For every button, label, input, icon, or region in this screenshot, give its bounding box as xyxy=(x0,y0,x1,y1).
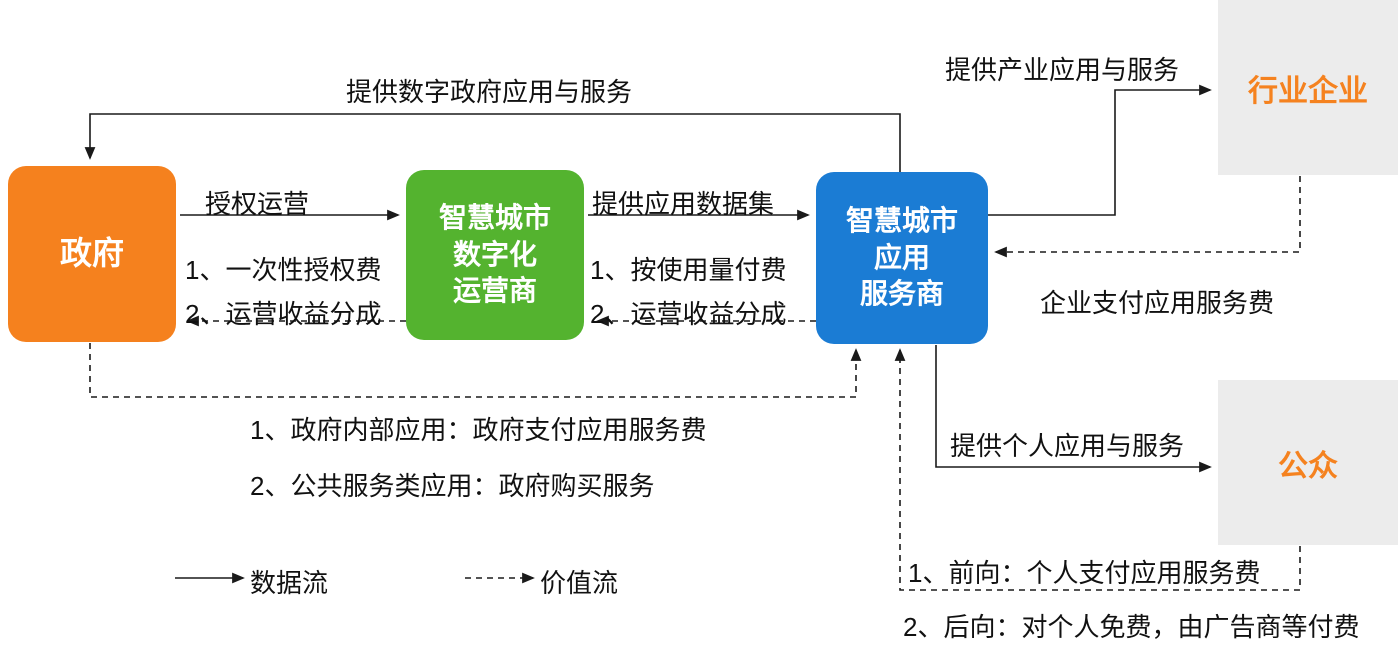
edge-label-authorize-operation: 授权运营 xyxy=(205,189,310,219)
edge-label-personal-service: 提供个人应用与服务 xyxy=(950,431,1185,461)
legend-data-flow-label: 数据流 xyxy=(250,568,329,598)
edge-label-authorize-fee-1: 1、一次性授权费 xyxy=(185,255,382,285)
edge-label-usage-fee-1: 1、按使用量付费 xyxy=(590,255,787,285)
edge-label-usage-fee-2: 2、运营收益分成 xyxy=(590,299,787,329)
node-government: 政府 xyxy=(8,166,176,342)
edge-label-industry-service: 提供产业应用与服务 xyxy=(945,55,1180,85)
edge-label-public-pay-1: 1、前向：个人支付应用服务费 xyxy=(908,558,1261,588)
node-industry-enterprises: 行业企业 xyxy=(1218,0,1398,175)
edge-label-public-pay-2: 2、后向：对个人免费，由广告商等付费 xyxy=(903,612,1360,642)
arrow-digital-gov-service xyxy=(84,113,901,172)
edge-label-enterprise-pay: 企业支付应用服务费 xyxy=(1040,288,1275,318)
node-smart-city-app-service-provider: 智慧城市 应用 服务商 xyxy=(816,172,988,344)
arrow-public-pay xyxy=(894,348,1301,591)
arrow-personal-service xyxy=(935,345,1212,473)
edge-label-government-pay-1: 1、政府内部应用：政府支付应用服务费 xyxy=(250,415,707,445)
edge-label-application-dataset: 提供应用数据集 xyxy=(592,189,775,219)
edge-label-digital-gov-service: 提供数字政府应用与服务 xyxy=(346,77,633,107)
edge-label-authorize-fee-2: 2、运营收益分成 xyxy=(185,299,382,329)
edge-label-government-pay-2: 2、公共服务类应用：政府购买服务 xyxy=(250,471,655,501)
node-public: 公众 xyxy=(1218,380,1398,545)
arrow-enterprise-pay xyxy=(994,176,1301,258)
arrow-government-pay xyxy=(89,343,862,398)
legend-value-flow-label: 价值流 xyxy=(540,568,619,598)
arrow-industry-service xyxy=(988,84,1212,216)
node-smart-city-digital-operator: 智慧城市 数字化 运营商 xyxy=(406,170,584,340)
